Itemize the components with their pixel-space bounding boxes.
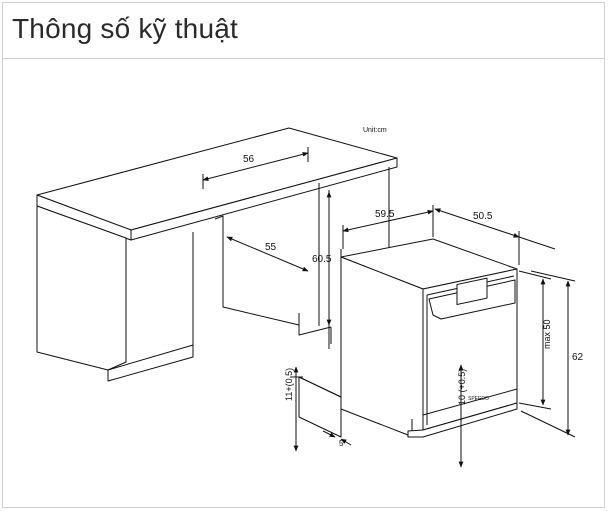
dim-plinth-height-label: 11+(0.5) xyxy=(284,368,294,401)
countertop xyxy=(36,127,398,241)
left-cabinet xyxy=(36,205,194,382)
installation-diagram: 56 55 60.5 59.5 xyxy=(36,127,584,468)
dim-max-height xyxy=(518,270,552,410)
unit-label: Unit:cm xyxy=(363,127,387,134)
dim-niche-width-label: 59.5 xyxy=(375,209,395,220)
page-title: Thông số kỹ thuật xyxy=(12,13,238,44)
dim-plinth-gap-label: 5 xyxy=(339,439,344,448)
dim-counter-depth xyxy=(202,147,309,189)
dim-appliance-depth xyxy=(434,208,556,265)
dim-max-height-label: max 50 xyxy=(542,319,552,349)
dim-foot-height-label: 10 (+0.5) xyxy=(457,369,467,405)
plinth-detail xyxy=(298,376,342,438)
dim-cabinet-height-label: 60.5 xyxy=(312,254,332,265)
dim-total-height xyxy=(520,270,576,438)
brand-label: SPEEDO xyxy=(468,396,489,402)
dim-total-height-label: 62 xyxy=(572,352,584,363)
dim-plinth-height xyxy=(290,366,303,452)
dim-appliance-depth-label: 50.5 xyxy=(473,211,493,222)
dim-cabinet-depth-label: 55 xyxy=(265,242,277,253)
dim-plinth-gap xyxy=(322,430,352,446)
panel-header: Thông số kỹ thuật xyxy=(3,3,604,59)
installation-diagram-area: 56 55 60.5 59.5 xyxy=(3,59,604,509)
dim-cabinet-depth xyxy=(226,236,309,272)
dim-niche-width xyxy=(342,205,434,249)
dishwasher xyxy=(340,238,518,438)
dim-counter-depth-label: 56 xyxy=(243,154,255,165)
